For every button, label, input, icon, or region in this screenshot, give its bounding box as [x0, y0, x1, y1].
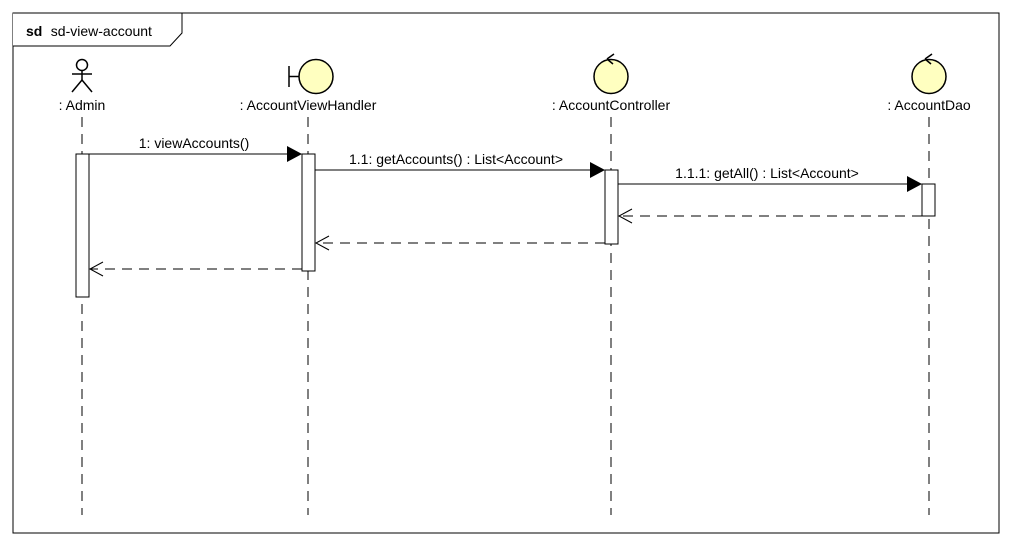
diagram-frame — [12, 12, 1000, 534]
arrowhead-filled — [287, 146, 302, 162]
control-icon — [911, 53, 947, 95]
participant-label: : Admin — [59, 97, 106, 113]
participant-controller: : AccountController — [552, 53, 671, 113]
arrowhead-open — [88, 261, 104, 277]
participant-label: : AccountController — [552, 97, 671, 113]
arrowhead-filled — [907, 176, 922, 192]
message-label: 1.1: getAccounts() : List<Account> — [349, 151, 563, 167]
participant-admin: : Admin — [59, 58, 106, 113]
activation-admin — [75, 153, 90, 298]
frame-keyword: sd — [26, 23, 42, 39]
activation-controller — [604, 169, 619, 245]
participant-handler: : AccountViewHandler — [240, 58, 377, 113]
activation-dao — [921, 183, 936, 217]
message-view-accounts: 1: viewAccounts() — [89, 135, 302, 162]
arrowhead-open — [617, 208, 633, 224]
frame-tab — [13, 12, 183, 47]
message-get-accounts: 1.1: getAccounts() : List<Account> — [315, 151, 605, 178]
participant-label: : AccountViewHandler — [240, 97, 377, 113]
return-dao-to-controller — [617, 208, 922, 224]
arrowhead-filled — [590, 162, 605, 178]
return-controller-to-handler — [314, 235, 605, 251]
message-get-all: 1.1.1: getAll() : List<Account> — [618, 165, 922, 192]
participant-dao: : AccountDao — [887, 53, 971, 113]
control-icon — [593, 53, 629, 95]
arrowhead-open — [314, 235, 330, 251]
participant-label: : AccountDao — [887, 97, 970, 113]
frame-name: sd-view-account — [51, 23, 152, 39]
boundary-icon — [288, 58, 334, 95]
message-label: 1.1.1: getAll() : List<Account> — [675, 165, 859, 181]
actor-icon — [71, 58, 93, 93]
return-handler-to-admin — [88, 261, 302, 277]
activation-handler — [301, 153, 316, 272]
frame-label: sd sd-view-account — [26, 23, 152, 40]
message-label: 1: viewAccounts() — [139, 135, 249, 151]
